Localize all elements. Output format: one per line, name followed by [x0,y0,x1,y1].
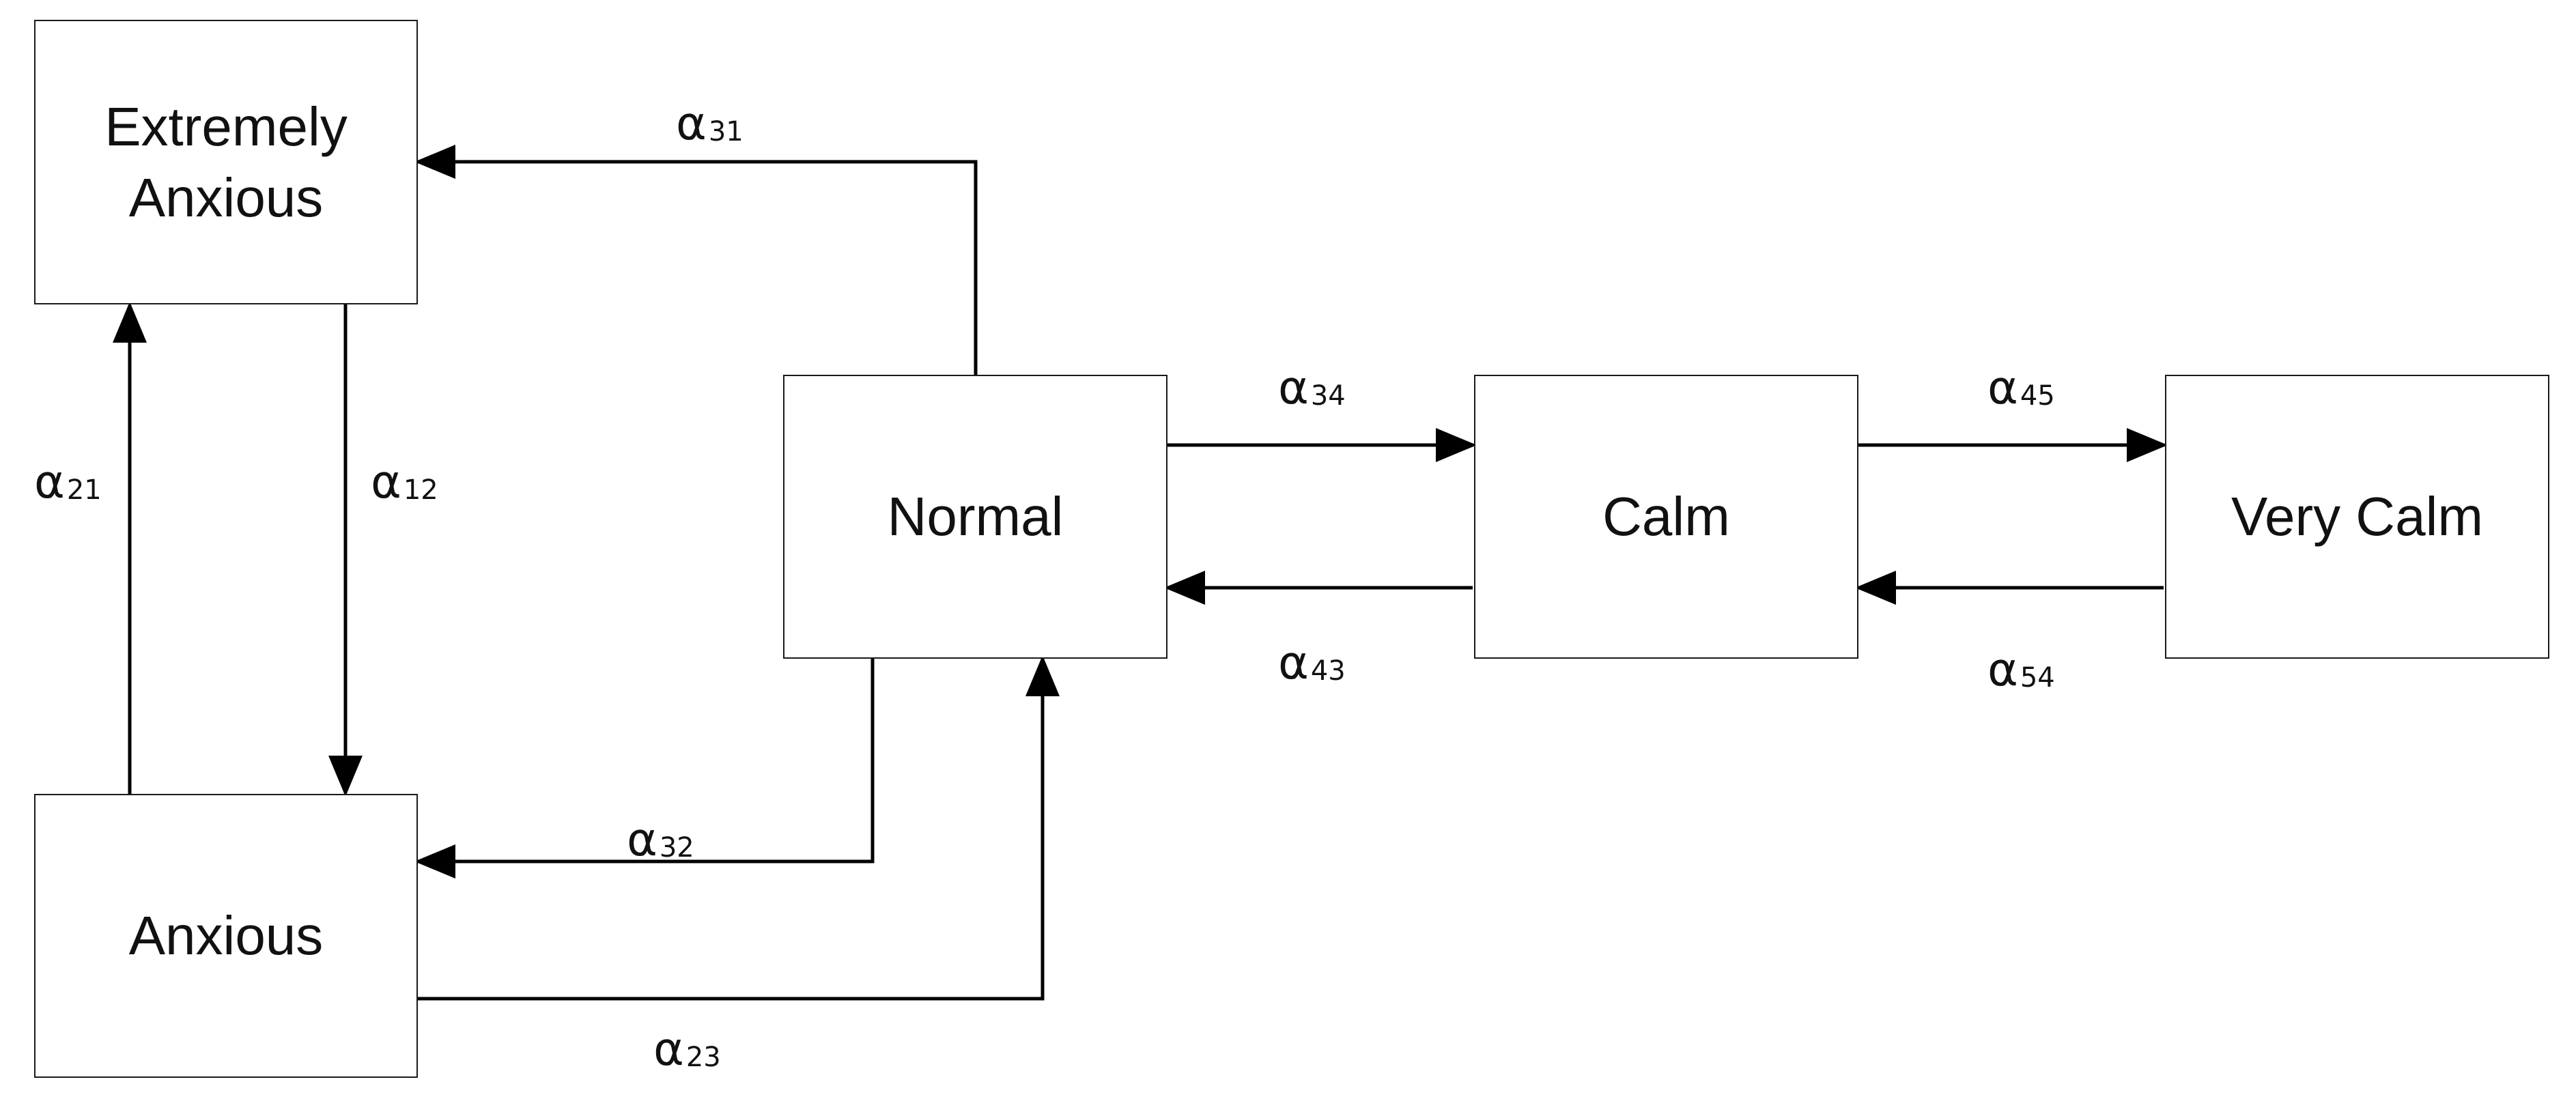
state-normal-label: Normal [887,486,1064,547]
rate-label-a43: α43 [1278,640,1346,687]
rate-a54-symbol: α [1987,643,2018,697]
arrow-normal-to-extremely-anxious [414,145,978,375]
arrow-normal-to-anxious [414,658,875,879]
rate-a21-index: 21 [66,474,102,506]
rate-a34-symbol: α [1278,361,1309,415]
rate-a12-symbol: α [371,455,401,509]
state-extremely-anxious-label: Extremely Anxious [104,96,348,228]
rate-label-a31: α31 [676,101,744,147]
rate-a32-symbol: α [627,813,657,867]
state-extremely-anxious: Extremely Anxious [34,20,418,304]
state-normal: Normal [783,375,1167,659]
state-very-calm: Very Calm [2165,375,2549,659]
state-calm: Calm [1474,375,1858,659]
rate-a23-index: 23 [685,1042,721,1073]
rate-label-a45: α45 [1987,365,2055,412]
state-calm-label: Calm [1602,486,1730,547]
rate-a31-symbol: α [676,97,707,151]
rate-label-a12: α12 [371,459,438,506]
rate-label-a23: α23 [653,1027,721,1073]
rate-a12-index: 12 [403,474,438,506]
rate-label-a21: α21 [34,459,102,506]
rate-a54-index: 54 [2020,662,2055,694]
rate-a45-index: 45 [2020,380,2055,412]
state-anxious-label: Anxious [128,905,324,966]
state-very-calm-label: Very Calm [2231,486,2483,547]
rate-label-a34: α34 [1278,365,1346,412]
state-anxious: Anxious [34,794,418,1078]
rate-a43-index: 43 [1310,655,1346,687]
rate-a45-symbol: α [1987,361,2018,415]
rate-a34-index: 34 [1310,380,1346,412]
rate-label-a32: α32 [627,817,694,863]
rate-label-a54: α54 [1987,647,2055,694]
arrow-anxious-to-normal [417,655,1060,1001]
rate-a21-symbol: α [34,455,65,509]
rate-a23-symbol: α [653,1023,684,1076]
rate-a31-index: 31 [708,116,744,147]
rate-a43-symbol: α [1278,636,1309,690]
rate-a32-index: 32 [659,832,694,863]
